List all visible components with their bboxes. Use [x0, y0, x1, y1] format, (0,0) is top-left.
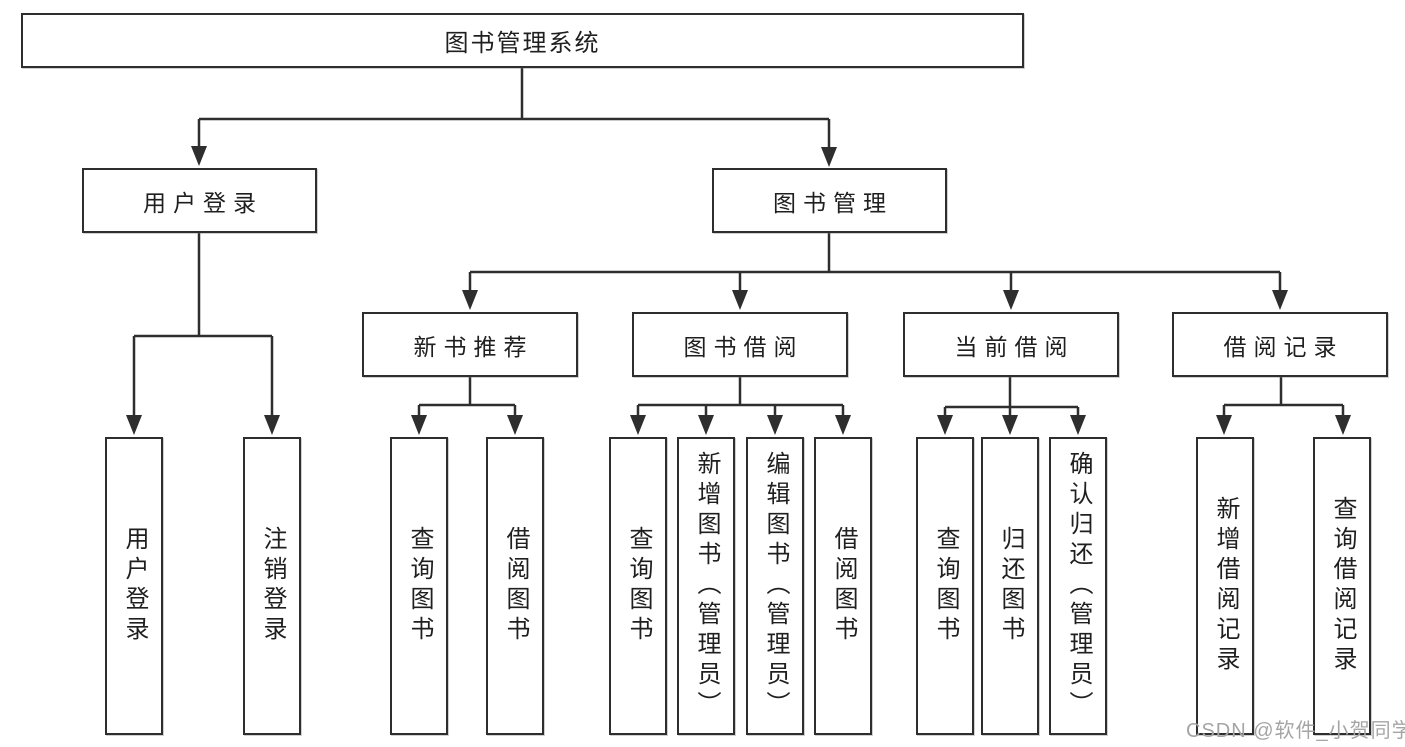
leaf-query-books-borrowing: 查询图书: [609, 437, 667, 735]
leaf-confirm-return-admin-label: 确认归还（管理员）: [1065, 451, 1092, 721]
leaf-query-books-recommend-label: 查询图书: [406, 526, 433, 646]
leaf-query-borrow-record: 查询借阅记录: [1313, 437, 1371, 735]
leaf-return-book-label: 归还图书: [997, 526, 1024, 646]
node-book-management: 图书管理: [712, 168, 947, 233]
leaf-confirm-return-admin: 确认归还（管理员）: [1049, 437, 1107, 735]
arrowheads: [126, 146, 1351, 435]
leaf-add-borrow-record-label: 新增借阅记录: [1212, 496, 1239, 676]
leaf-query-books-current: 查询图书: [916, 437, 974, 735]
node-user-login-branch: 用户登录: [82, 168, 317, 233]
connector-spines: [132, 68, 1345, 419]
leaf-borrow-books-borrowing: 借阅图书: [814, 437, 872, 735]
leaf-query-books-recommend: 查询图书: [390, 437, 448, 735]
leaf-edit-book-admin: 编辑图书（管理员）: [746, 437, 804, 735]
node-book-borrowing: 图书借阅: [632, 312, 848, 377]
node-borrowing-records: 借阅记录: [1172, 312, 1388, 377]
leaf-borrow-books-recommend: 借阅图书: [486, 437, 544, 735]
leaf-logout: 注销登录: [243, 437, 301, 735]
node-current-borrowing: 当前借阅: [903, 312, 1119, 377]
leaf-user-login: 用户登录: [105, 437, 163, 735]
node-library-management-system: 图书管理系统: [21, 13, 1024, 68]
leaf-user-login-label: 用户登录: [121, 526, 148, 646]
leaf-logout-label: 注销登录: [259, 526, 286, 646]
leaf-return-book: 归还图书: [981, 437, 1039, 735]
leaf-add-book-admin-label: 新增图书（管理员）: [693, 451, 720, 721]
leaf-edit-book-admin-label: 编辑图书（管理员）: [762, 451, 789, 721]
csdn-watermark: CSDN @软件_小贺同学: [1186, 720, 1405, 742]
leaf-add-book-admin: 新增图书（管理员）: [677, 437, 735, 735]
leaf-query-books-borrowing-label: 查询图书: [625, 526, 652, 646]
node-new-book-recommend: 新书推荐: [362, 312, 578, 377]
leaf-query-books-current-label: 查询图书: [932, 526, 959, 646]
leaf-add-borrow-record: 新增借阅记录: [1196, 437, 1254, 735]
leaf-borrow-books-recommend-label: 借阅图书: [502, 526, 529, 646]
leaf-borrow-books-borrowing-label: 借阅图书: [830, 526, 857, 646]
leaf-query-borrow-record-label: 查询借阅记录: [1329, 496, 1356, 676]
